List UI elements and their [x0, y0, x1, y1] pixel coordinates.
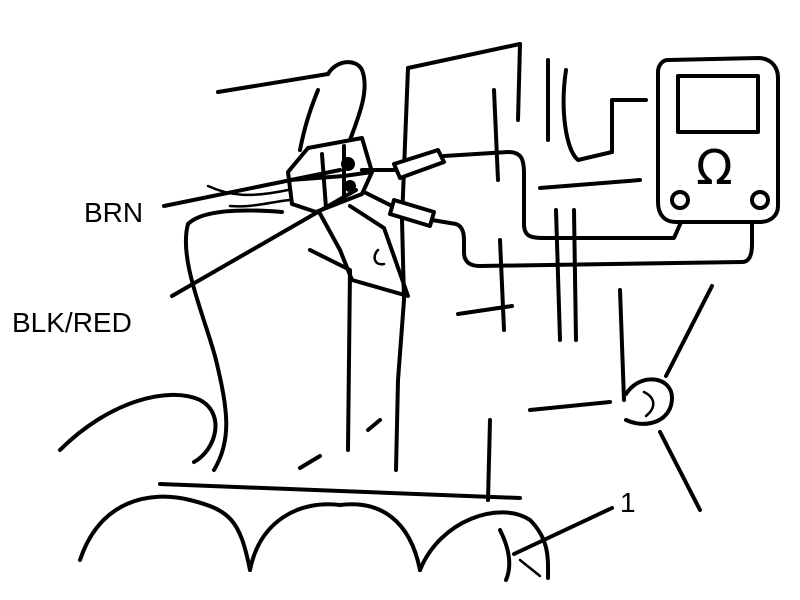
meter-jack-right	[750, 190, 770, 210]
terminal-black-red	[344, 180, 356, 192]
label-blk-red: BLK/RED	[12, 307, 132, 338]
engine-housing	[58, 42, 714, 582]
probe-lower	[388, 198, 436, 228]
wire-connector	[206, 136, 374, 214]
ohm-symbol: Ω	[696, 140, 733, 196]
ohmmeter: Ω	[656, 56, 780, 224]
leader-1	[512, 506, 614, 556]
test-probes	[360, 148, 446, 228]
leader-brn	[162, 168, 342, 208]
terminal-brown	[341, 157, 355, 171]
meter-display	[676, 74, 760, 134]
meter-jack-left	[670, 190, 690, 210]
label-callout-1: 1	[620, 487, 636, 518]
leader-blk-red	[170, 188, 358, 298]
test-leads	[430, 150, 754, 268]
leader-lines	[162, 168, 614, 556]
mounting-bracket	[316, 204, 410, 298]
probe-upper	[392, 148, 446, 180]
label-brn: BRN	[84, 197, 143, 228]
